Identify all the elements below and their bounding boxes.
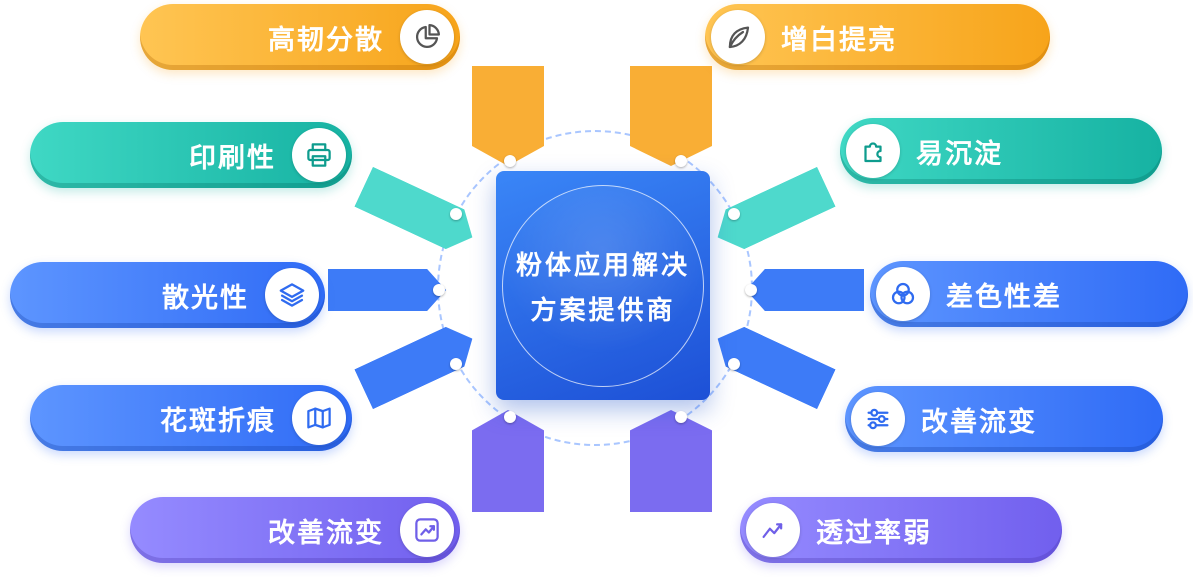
- center-title-line2: 方案提供商: [530, 294, 676, 325]
- pill-label: 印刷性: [189, 142, 276, 173]
- anchor-dot: [728, 358, 740, 370]
- center-title-line1: 粉体应用解决: [515, 249, 690, 280]
- anchor-dot: [450, 208, 462, 220]
- anchor-dot: [745, 284, 757, 296]
- pill-label: 易沉淀: [916, 138, 1003, 169]
- pill-right-3: 差色性差: [870, 261, 1188, 327]
- pill-left-1: 高韧分散: [140, 4, 460, 70]
- pill-right-2: 易沉淀: [840, 118, 1162, 184]
- anchor-dot: [728, 208, 740, 220]
- anchor-dot: [450, 358, 462, 370]
- connector-bottom-left: [472, 410, 544, 512]
- pill-label: 透过率弱: [816, 517, 932, 548]
- trend-up-square-icon: [400, 503, 454, 557]
- pill-label: 改善流变: [268, 517, 384, 548]
- layers-icon: [265, 268, 319, 322]
- connector-mid-left: [328, 269, 446, 311]
- anchor-dot: [675, 155, 687, 167]
- anchor-dot: [433, 284, 445, 296]
- pill-right-5: 透过率弱: [740, 497, 1062, 563]
- center-hub: 粉体应用解决 方案提供商: [496, 171, 710, 400]
- leaf-icon: [711, 10, 765, 64]
- center-hub-circle: 粉体应用解决 方案提供商: [502, 184, 704, 387]
- puzzle-icon: [846, 124, 900, 178]
- pill-label: 散光性: [162, 282, 249, 313]
- pill-left-3: 散光性: [10, 262, 325, 328]
- pill-label: 高韧分散: [268, 24, 384, 55]
- connector-top-left: [472, 66, 544, 166]
- anchor-dot: [675, 411, 687, 423]
- pill-label: 改善流变: [921, 406, 1037, 437]
- pill-right-4: 改善流变: [845, 386, 1163, 452]
- color-circles-icon: [876, 267, 930, 321]
- connector-mid-right: [746, 269, 864, 311]
- pill-left-2: 印刷性: [30, 122, 352, 188]
- anchor-dot: [504, 411, 516, 423]
- map-icon: [292, 391, 346, 445]
- line-chart-icon: [746, 503, 800, 557]
- pill-label: 增白提亮: [781, 24, 897, 55]
- pill-label: 差色性差: [946, 281, 1062, 312]
- pill-right-1: 增白提亮: [705, 4, 1050, 70]
- connector-top-right: [630, 66, 712, 166]
- pill-left-5: 改善流变: [130, 497, 460, 563]
- pie-chart-icon: [400, 10, 454, 64]
- pill-label: 花斑折痕: [160, 405, 276, 436]
- pill-left-4: 花斑折痕: [30, 385, 352, 451]
- anchor-dot: [504, 155, 516, 167]
- connector-bottom-right: [630, 410, 712, 512]
- printer-icon: [292, 128, 346, 182]
- sliders-icon: [851, 392, 905, 446]
